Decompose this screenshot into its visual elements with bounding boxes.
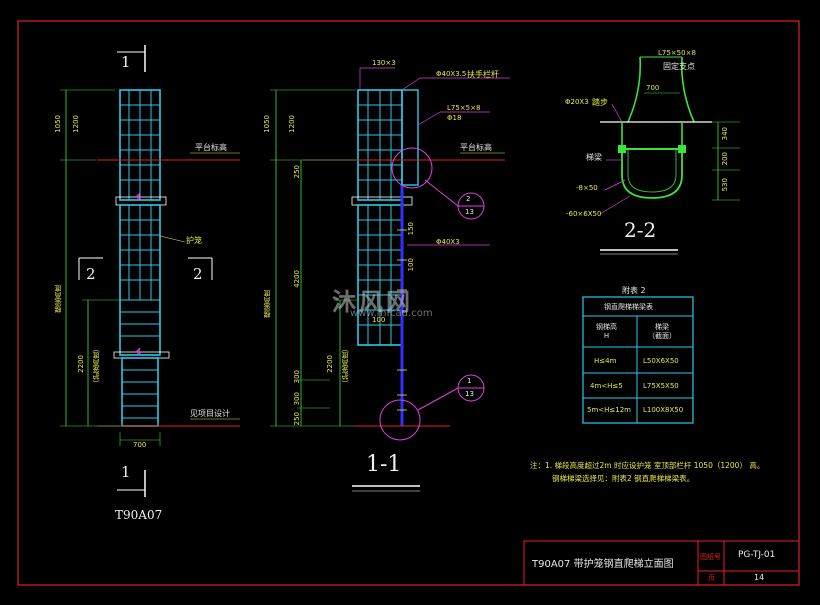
table-header-height: 钢梯高 H <box>596 323 617 340</box>
label-top-a: 130×3 <box>372 59 396 67</box>
dim-1-1-mid: 250 <box>293 165 301 179</box>
table-row-3-height: 5m<H≤12m <box>587 406 631 414</box>
label-2-2-b: -60×6X50 <box>566 210 602 218</box>
section-mark-2-right: 2 <box>193 265 203 283</box>
title-block: T90A07 带护笼钢直爬梯立面图 图纸号 PG-TJ-01 页 14 <box>524 541 799 585</box>
table-row-2-beam: L75X5X50 <box>643 382 679 390</box>
sheet-label: 图纸号 <box>700 553 721 561</box>
watermark-logo: 沐风网 <box>332 288 413 316</box>
label-handrail-code: Φ40X3.5 <box>436 70 467 78</box>
table-header-beam: 梯梁 （截面） <box>648 323 676 340</box>
note-line-1: 注：1. 梯段高度超过2m 时应设护笼 室顶部栏杆 1050（1200） 高。 <box>530 461 765 470</box>
dim-2-2-1: 340 <box>721 127 729 141</box>
section-mark-top: 1 <box>121 53 131 71</box>
dim-1-1-total: 4200 <box>293 270 301 288</box>
label-2-2-rung: 踏步 <box>592 98 608 107</box>
dim-top-b: 1200 <box>72 115 80 133</box>
section-mark-bottom: 1 <box>121 463 131 481</box>
left-elevation-view <box>60 45 240 497</box>
label-handrail: 扶手栏杆 <box>467 70 499 79</box>
detail-a-sheet: 13 <box>465 208 474 216</box>
dim-1-1-top-a: 1050 <box>263 115 271 133</box>
label-2-2-rung-code: Φ20X3 <box>565 98 589 106</box>
drawing-code-label: T90A07 <box>115 508 163 522</box>
dim-1-1-b3: 250 <box>293 412 301 426</box>
dim-ladder-height: 梯梁高度 <box>54 285 62 313</box>
title-block-frame <box>523 540 800 586</box>
label-a: L75×5×8 <box>447 104 481 112</box>
page-number: 14 <box>754 573 765 582</box>
note-line-2: 钢梯梯梁选择见：附表2 钢直爬梯梯梁表。 <box>552 474 695 483</box>
platform-level-label: 平台标高 <box>195 143 227 152</box>
dim-2-2-w: 700 <box>646 84 660 92</box>
label-support: 固定支点 <box>663 62 695 71</box>
table-row-3-beam: L100X8X50 <box>643 406 684 414</box>
dim-1-1-s3: 100 <box>372 316 386 324</box>
table-row-2-height: 4m<H≤5 <box>590 382 623 390</box>
section-mark-2-left: 2 <box>86 265 96 283</box>
dim-cage-start: 2200 <box>77 355 85 373</box>
detail-b-sheet: 13 <box>465 390 474 398</box>
dim-1-1-ladder: 梯梁高度 <box>263 290 271 318</box>
dim-width: 700 <box>133 441 147 449</box>
dim-1-1-cage: 2200 <box>326 355 334 373</box>
detail-a-number: 2 <box>466 195 471 203</box>
cage-label: 护笼 <box>186 236 202 245</box>
dim-cage-text: （护笼高度） <box>92 345 100 387</box>
label-2-2-a: -8×50 <box>576 184 598 192</box>
table-caption: 附表 2 <box>622 286 646 295</box>
beam-table <box>582 296 694 424</box>
page-label: 页 <box>708 574 715 582</box>
ground-label: 见项目设计 <box>190 409 230 418</box>
section-2-2-title: 2-2 <box>624 218 657 242</box>
dim-2-2-2: 200 <box>721 152 729 166</box>
dim-top-a: 1050 <box>54 115 62 133</box>
dim-2-2-3: 530 <box>721 178 729 192</box>
dim-1-1-s1: 150 <box>407 222 415 236</box>
dim-1-1-b2: 300 <box>293 392 301 406</box>
label-2-2-beam: 梯梁 <box>586 153 602 162</box>
label-2-2-top: L75×50×8 <box>658 49 696 57</box>
watermark-url: www.mfcad.com <box>350 308 433 319</box>
label-rung: Φ40X3 <box>436 238 460 246</box>
outer-frame <box>17 20 800 586</box>
dim-1-1-cage-text: （护笼高度） <box>341 345 349 387</box>
drawing-title: T90A07 带护笼钢直爬梯立面图 <box>532 559 674 570</box>
section-2-2-view <box>599 56 740 255</box>
table-row-1-beam: L50X6X50 <box>643 357 679 365</box>
detail-b-number: 1 <box>467 377 472 385</box>
section-1-1-title: 1-1 <box>366 452 402 477</box>
table-title: 钢直爬梯梯梁表 <box>604 303 653 311</box>
table-row-1-height: H≤4m <box>594 357 617 365</box>
label-b: Φ18 <box>447 114 462 122</box>
platform-level-label-1-1: 平台标高 <box>460 143 492 152</box>
dim-1-1-s2: 100 <box>407 258 415 272</box>
dim-1-1-top-b: 1200 <box>288 115 296 133</box>
sheet-number: PG-TJ-01 <box>738 550 776 560</box>
section-1-1-view <box>270 67 510 492</box>
dim-1-1-b1: 300 <box>293 370 301 384</box>
drawing-note: 注：1. 梯段高度超过2m 时应设护笼 室顶部栏杆 1050（1200） 高。 … <box>530 459 800 485</box>
